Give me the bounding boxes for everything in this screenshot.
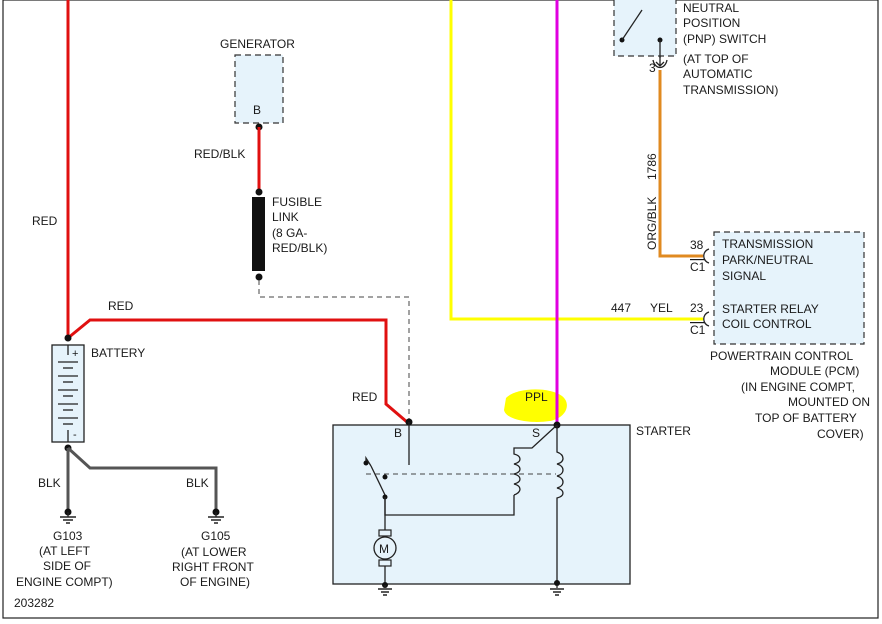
- g105-label-2: (AT LOWER: [181, 545, 247, 559]
- starter-ground-left-icon: [378, 582, 392, 596]
- wire-label-blk-left: BLK: [38, 476, 61, 490]
- wire-yellow: [449, 0, 703, 321]
- fusible-label-4: RED/BLK): [272, 241, 327, 255]
- pnp-switch-contact: [619, 9, 663, 58]
- pnp-label-2: POSITION: [683, 16, 740, 30]
- g105-label-4: OF ENGINE): [180, 575, 250, 589]
- battery-positive-node: [64, 334, 72, 342]
- generator-label: GENERATOR: [220, 37, 295, 51]
- trans-signal-2: PARK/NEUTRAL: [722, 253, 813, 267]
- g103-label-3: SIDE OF: [43, 559, 91, 573]
- battery-minus: -: [73, 429, 77, 441]
- g103-label-1: G103: [53, 529, 83, 543]
- pcm-box: [713, 231, 865, 345]
- battery-cells: [58, 345, 78, 442]
- starter-relay-2: COIL CONTROL: [722, 317, 812, 331]
- pcm-label-2: MODULE (PCM): [770, 364, 859, 378]
- pcm-connector-a-icon: [703, 248, 710, 264]
- motor-icon: [373, 529, 397, 585]
- circuit-1786: 1786: [645, 153, 659, 180]
- pcm-connector-b-icon: [703, 311, 710, 327]
- fusible-top-terminal: [255, 188, 263, 196]
- pnp-pin: 3: [649, 61, 656, 75]
- fusible-label-2: LINK: [272, 210, 299, 224]
- wire-label-ppl: PPL: [525, 390, 548, 404]
- battery-plus: +: [72, 348, 78, 360]
- pnp-switch-box: [613, 0, 677, 57]
- g105-label-3: RIGHT FRONT: [172, 560, 254, 574]
- wire-label-yel: YEL: [650, 301, 673, 315]
- pnp-label-6: TRANSMISSION): [683, 83, 778, 97]
- pnp-label-4: (AT TOP OF: [683, 52, 749, 66]
- wire-label-org-blk: ORG/BLK: [645, 197, 659, 250]
- motor-label: M: [379, 542, 389, 556]
- starter-pin-s: S: [532, 426, 540, 440]
- ppl-highlight: [504, 389, 567, 422]
- g103-label-2: (AT LEFT: [39, 544, 91, 558]
- wire-blk-g105: [66, 446, 218, 510]
- pnp-label-1: NEUTRAL: [683, 1, 739, 15]
- pcm-c1-a: C1: [690, 260, 706, 274]
- pnp-label-5: AUTOMATIC: [683, 67, 753, 81]
- starter-internals: [363, 422, 564, 586]
- fusible-link: [252, 197, 265, 271]
- wire-label-red-left: RED: [32, 214, 58, 228]
- diagram-id: 203282: [14, 596, 54, 610]
- wire-label-blk-right: BLK: [186, 476, 209, 490]
- starter-label: STARTER: [636, 424, 691, 438]
- pcm-pin-23: 23: [690, 301, 704, 315]
- wire-orange: [658, 70, 703, 258]
- pcm-label-1: POWERTRAIN CONTROL: [710, 349, 853, 363]
- wire-label-red-starter: RED: [352, 390, 378, 404]
- wire-label-red-blk: RED/BLK: [194, 147, 245, 161]
- starter-relay-1: STARTER RELAY: [722, 302, 819, 316]
- g105-label-1: G105: [201, 529, 231, 543]
- starter-ground-right-icon: [550, 585, 564, 596]
- circuit-447: 447: [611, 301, 631, 315]
- fusible-label-1: FUSIBLE: [272, 195, 322, 209]
- wire-label-red-mid: RED: [108, 299, 134, 313]
- wire-red-battery-starter: [67, 318, 408, 424]
- generator-box: [234, 54, 284, 124]
- ground-g103-icon: [60, 508, 76, 524]
- generator-pin: B: [253, 103, 261, 117]
- pcm-label-5: TOP OF BATTERY: [755, 411, 857, 425]
- starter-pin-b: B: [394, 426, 402, 440]
- starter-box: [332, 424, 631, 585]
- fusible-bottom-terminal: [255, 273, 263, 281]
- pcm-c1-b: C1: [690, 323, 706, 337]
- dashed-fusible-starter: [258, 280, 410, 420]
- fusible-label-3: (8 GA-: [272, 226, 307, 240]
- battery-box: [51, 344, 85, 443]
- pnp-connector-icon: [652, 56, 668, 69]
- g103-label-4: ENGINE COMPT): [16, 575, 113, 589]
- pnp-label-3: (PNP) SWITCH: [683, 32, 766, 46]
- ground-g105-icon: [208, 508, 224, 524]
- pcm-pin-38: 38: [690, 238, 704, 252]
- battery-label: BATTERY: [91, 346, 145, 360]
- pcm-label-4: MOUNTED ON: [788, 395, 870, 409]
- trans-signal-3: SIGNAL: [722, 269, 766, 283]
- pcm-label-3: (IN ENGINE COMPT,: [741, 380, 855, 394]
- pcm-label-6: COVER): [817, 427, 864, 441]
- trans-signal-1: TRANSMISSION: [722, 237, 813, 251]
